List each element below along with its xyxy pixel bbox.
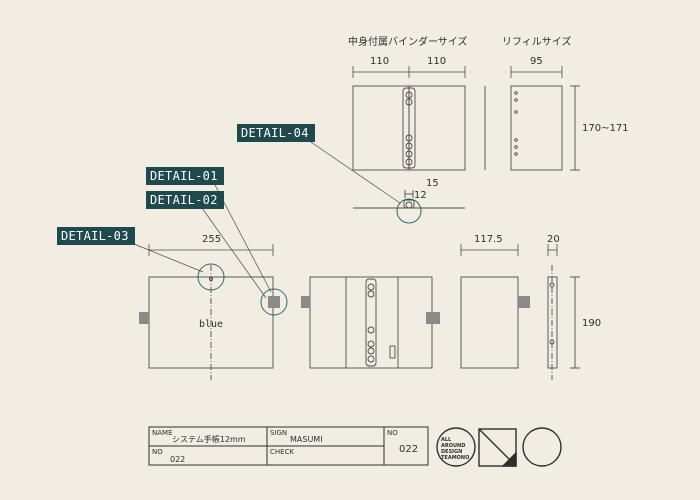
refill-width-label: 95	[530, 56, 543, 67]
detail-03-label: DETAIL-03	[61, 229, 129, 243]
no-field-label: NO	[387, 429, 398, 437]
logo-line-4: TEAMONO	[441, 455, 469, 461]
sign-field-value: MASUMI	[290, 435, 323, 444]
cover-inner-view	[301, 276, 440, 369]
refill-size-heading: リフィルサイズ	[502, 35, 572, 48]
closed-front-view	[460, 276, 530, 369]
detail-02-tag: DETAIL-02	[146, 191, 224, 209]
closed-width-label: 117.5	[474, 234, 503, 245]
open-binder-view	[352, 85, 486, 171]
thickness-dimension	[547, 244, 558, 256]
detail-02-label: DETAIL-02	[150, 193, 218, 207]
logo-line-1: ALL	[441, 437, 452, 443]
closed-width-dimension	[460, 244, 519, 256]
side-view	[547, 265, 580, 380]
name-field-value: システム手帳12mm	[172, 434, 246, 444]
detail-leader-lines	[133, 137, 401, 299]
logo-line-2: AROUND	[441, 443, 465, 449]
detail-03-tag: DETAIL-03	[57, 227, 135, 245]
check-field-label: CHECK	[270, 448, 294, 456]
right-panel-width-label: 110	[427, 56, 446, 67]
refill-height-label: 170~171	[582, 123, 629, 134]
name-field-label: NAME	[152, 429, 173, 437]
detail-01-label: DETAIL-01	[150, 169, 218, 183]
company-logo	[436, 427, 562, 467]
cover-color-label: blue	[199, 319, 223, 330]
refill-sheet-view	[510, 85, 580, 171]
left-panel-width-label: 110	[370, 56, 389, 67]
logo-line-3: DESIGN	[441, 449, 462, 455]
thickness-label: 20	[547, 234, 560, 245]
ring-section-view	[353, 190, 465, 209]
cover-width-dimension	[148, 244, 274, 256]
detail-04-label: DETAIL-04	[241, 126, 309, 140]
title-block	[148, 426, 429, 466]
sign-field-label: SIGN	[270, 429, 287, 437]
ring-width-label: 12	[414, 190, 427, 201]
refill-width-dimension	[510, 66, 563, 78]
detail-04-tag: DETAIL-04	[237, 124, 315, 142]
no-field-label-2: NO	[152, 448, 163, 456]
binder-width-dimension	[352, 66, 466, 78]
cover-front-view	[139, 265, 280, 380]
detail-01-tag: DETAIL-01	[146, 167, 224, 185]
height-label: 190	[582, 318, 601, 329]
no-field-value: 022	[399, 444, 418, 455]
no-field-value-2: 022	[170, 455, 185, 464]
binder-size-heading: 中身付属バインダーサイズ	[348, 35, 468, 48]
ring-gap-label: 15	[426, 178, 439, 189]
cover-width-label: 255	[202, 234, 221, 245]
